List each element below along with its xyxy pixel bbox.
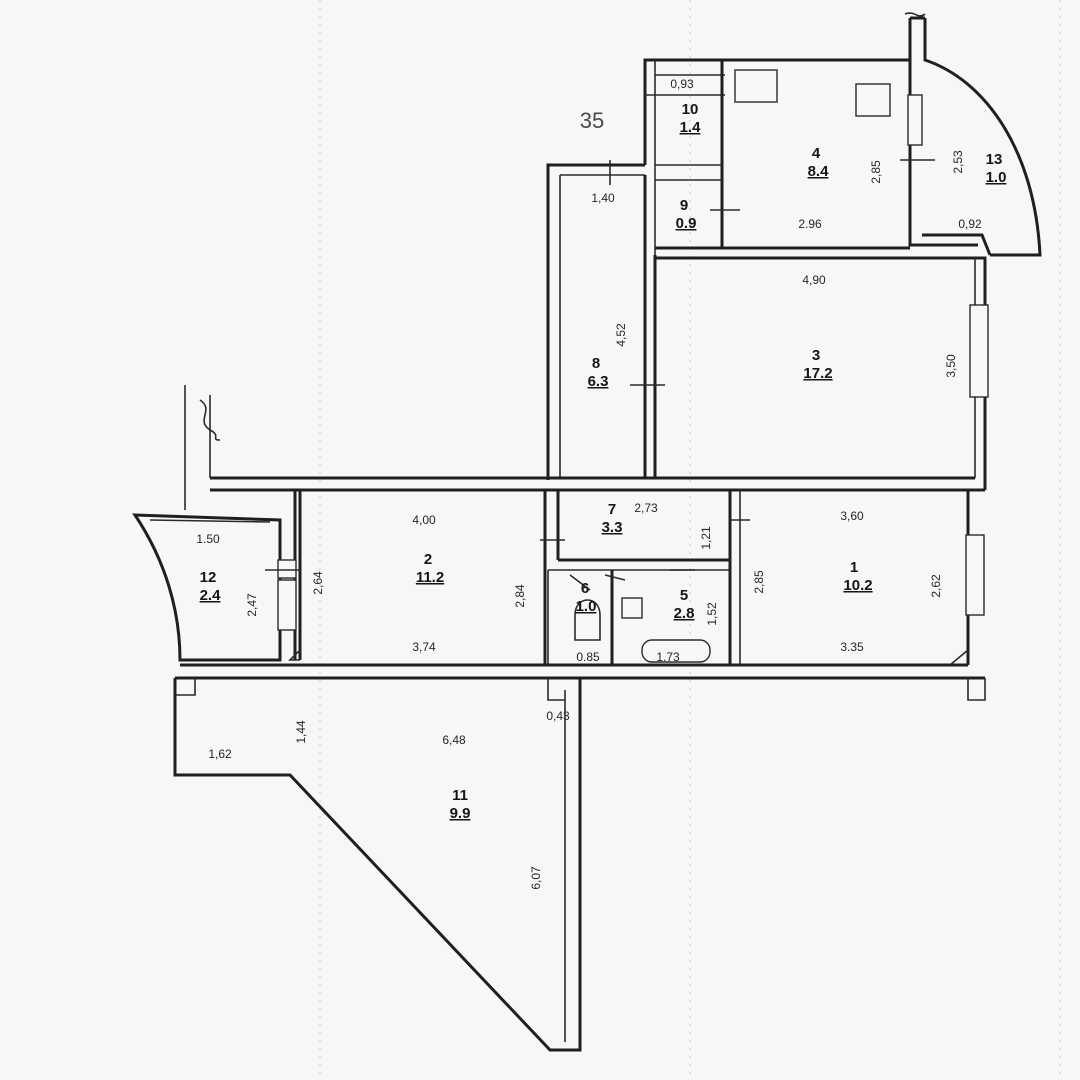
dimension-label: 2,47 xyxy=(245,593,259,617)
dimension-label: 0.85 xyxy=(576,650,600,664)
dimension-label: 4,00 xyxy=(412,513,436,527)
dimension-label: 1.50 xyxy=(196,532,220,546)
dimension-label: 6,07 xyxy=(529,866,543,890)
room-12-area: 2.4 xyxy=(200,587,222,604)
dimension-label: 1,52 xyxy=(705,602,719,626)
dimension-label: 4,90 xyxy=(802,273,826,287)
room-labels: 1 10.2 2 11.2 3 17.2 4 8.4 5 2.8 6 1.0 7… xyxy=(200,101,1007,822)
dimension-label: 1,62 xyxy=(208,747,232,761)
room-2-number: 2 xyxy=(424,551,432,568)
dimension-label: 0,93 xyxy=(670,77,694,91)
room-3-area: 17.2 xyxy=(803,365,832,382)
room-5-area: 2.8 xyxy=(674,605,695,622)
windows-and-doors xyxy=(199,12,989,663)
room-10-number: 10 xyxy=(682,101,699,118)
dimension-label: 1,40 xyxy=(591,191,615,205)
dimension-label: 2,64 xyxy=(311,571,325,595)
room-1-area: 10.2 xyxy=(843,577,872,594)
dimension-label: 2.96 xyxy=(798,217,822,231)
room-6-area: 1.0 xyxy=(576,598,597,615)
dimension-label: 2,85 xyxy=(869,160,883,184)
dimension-label: 1,44 xyxy=(294,720,308,744)
room-7-area: 3.3 xyxy=(602,519,623,536)
scan-artifacts xyxy=(319,0,1061,1080)
room-11-number: 11 xyxy=(452,787,468,804)
room-13-number: 13 xyxy=(986,151,1003,168)
room-9-number: 9 xyxy=(680,197,688,214)
room-8-number: 8 xyxy=(592,355,600,372)
room-8-area: 6.3 xyxy=(588,373,609,390)
dimension-label: 2,62 xyxy=(929,574,943,598)
dimension-label: 2,85 xyxy=(752,570,766,594)
building-number: 35 xyxy=(580,108,604,133)
dimension-label: 2,84 xyxy=(513,584,527,608)
dimension-label: 3.35 xyxy=(840,640,864,654)
dimension-label: 3,60 xyxy=(840,509,864,523)
room-12-number: 12 xyxy=(200,569,217,586)
room-9-area: 0.9 xyxy=(676,215,697,232)
room-4-area: 8.4 xyxy=(808,163,830,180)
room-6-number: 6 xyxy=(581,580,589,597)
dimension-label: 2,53 xyxy=(951,150,965,174)
dimension-label: 2,73 xyxy=(634,501,658,515)
room-2-area: 11.2 xyxy=(416,569,444,586)
room-7-number: 7 xyxy=(608,501,616,518)
dimension-label: 4,52 xyxy=(614,323,628,347)
dimension-label: 3,50 xyxy=(944,354,958,378)
dimension-labels: 0,93 1,40 2,85 2,53 2.96 0,92 4,90 4,52 … xyxy=(196,77,982,890)
dimension-label: 1,21 xyxy=(699,526,713,550)
room-10-area: 1.4 xyxy=(680,119,702,136)
dimension-label: 0,43 xyxy=(546,709,570,723)
room-3-number: 3 xyxy=(812,347,820,364)
room-11-area: 9.9 xyxy=(450,805,471,822)
building-walls xyxy=(132,16,1042,1052)
room-13-area: 1.0 xyxy=(986,169,1007,186)
room-1-number: 1 xyxy=(850,559,858,576)
dimension-label: 3,74 xyxy=(412,640,436,654)
dimension-label: 0,92 xyxy=(958,217,982,231)
dimension-label: 6,48 xyxy=(442,733,466,747)
room-5-number: 5 xyxy=(680,587,688,604)
dimension-label: 1.73 xyxy=(656,650,680,664)
room-4-number: 4 xyxy=(812,145,821,162)
